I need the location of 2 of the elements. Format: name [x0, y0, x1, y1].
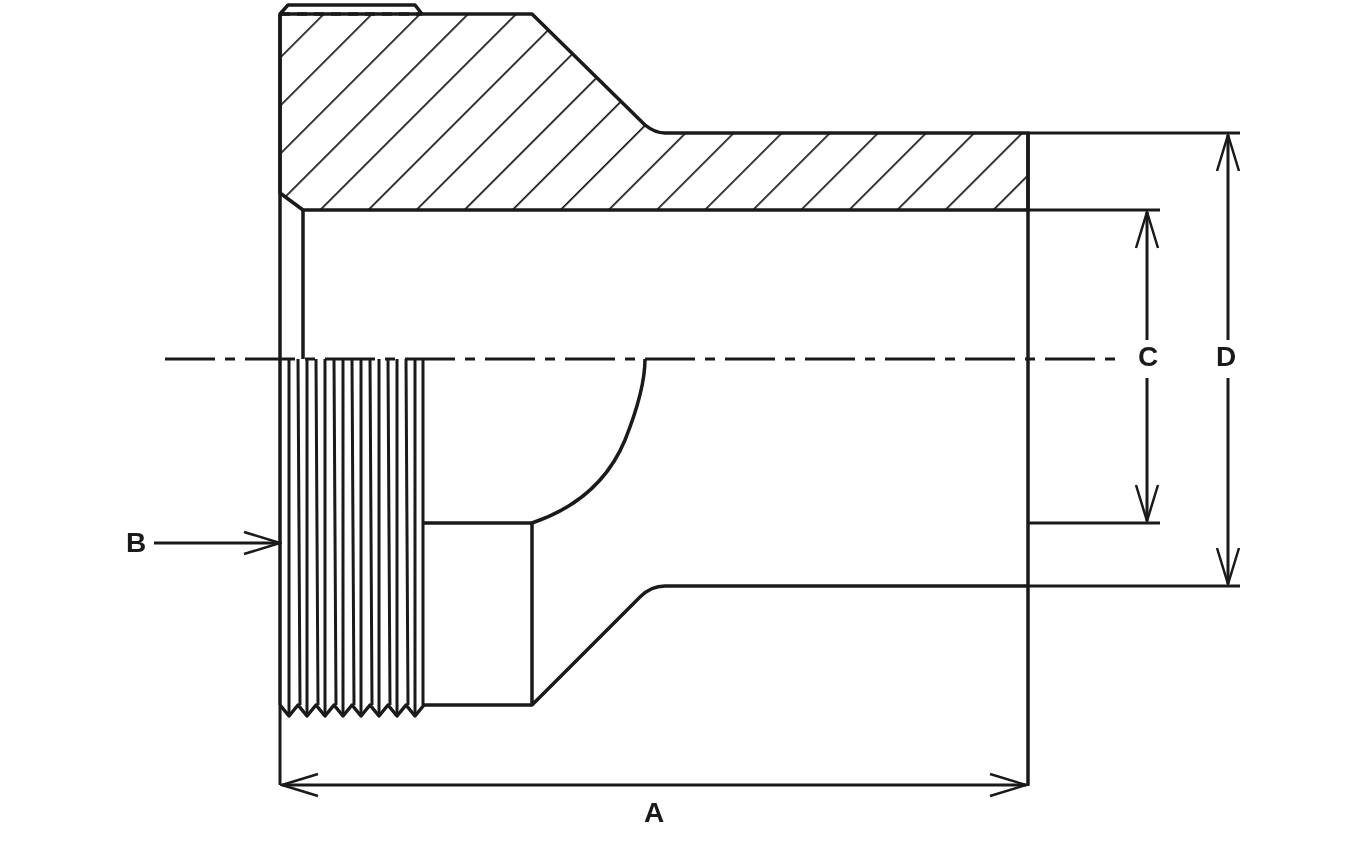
leader-arrow [154, 530, 282, 556]
thread-drawing [278, 357, 426, 718]
